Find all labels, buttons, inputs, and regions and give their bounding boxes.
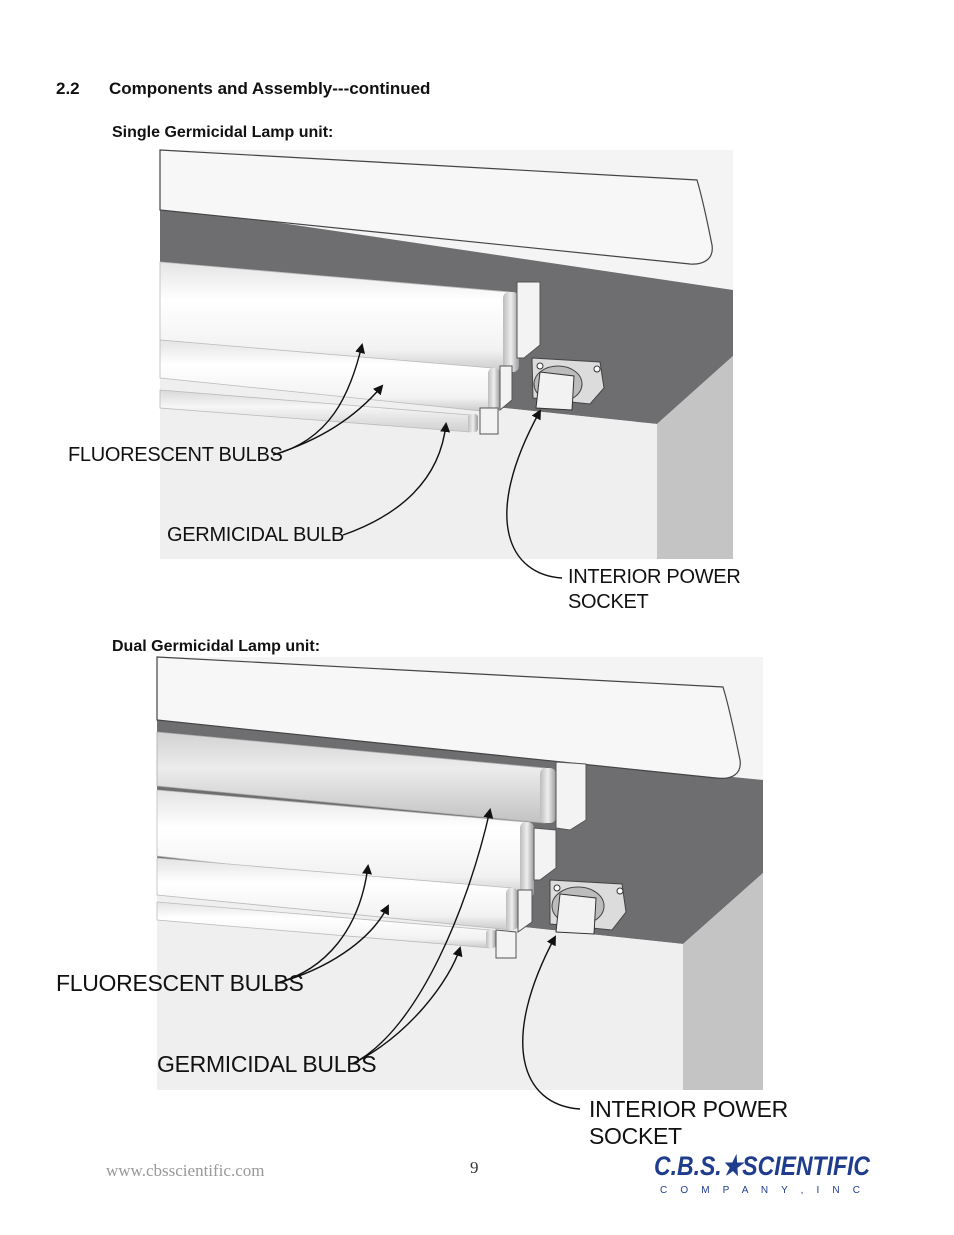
label-fluorescent-bulbs-2: FLUORESCENT BULBS xyxy=(56,970,304,996)
lamp-bracket-1 xyxy=(516,281,541,359)
socket-screw-2-1 xyxy=(553,884,561,892)
footer-website: www.cbsscientific.com xyxy=(106,1161,265,1180)
tube-end-cap-2-3 xyxy=(506,888,518,930)
section-number: 2.2 xyxy=(56,79,80,98)
label-socket-1-line1: INTERIOR POWER xyxy=(568,566,741,588)
tube-end-cap-2-1 xyxy=(540,768,556,823)
arrow-power-socket-2 xyxy=(522,935,581,1110)
arrow-fluorescent-2-upper xyxy=(276,864,372,984)
lamp-bracket-3 xyxy=(479,407,499,435)
tube-end-cap-1 xyxy=(503,292,519,372)
lamp-bracket-2 xyxy=(499,365,513,412)
section-title: Components and Assembly---continued xyxy=(109,79,431,98)
germicidal-tube xyxy=(159,389,471,433)
lamp-bracket-2-2 xyxy=(533,827,557,881)
single-lamp-illustration xyxy=(159,149,733,579)
lamp-bracket-2-1 xyxy=(555,761,587,831)
socket-screw-2 xyxy=(593,365,601,373)
cabinet-side-wall-2 xyxy=(683,873,763,1090)
arrow-germicidal xyxy=(342,422,451,536)
tube-end-cap-2 xyxy=(488,368,500,412)
figure-2-title: Dual Germicidal Lamp unit: xyxy=(112,638,321,655)
tube-end-cap-3 xyxy=(468,414,478,432)
socket-screw-2-2 xyxy=(616,887,624,895)
top-panel-2 xyxy=(156,656,741,779)
arrow-fluorescent-lower xyxy=(272,384,384,456)
dual-lamp-illustration xyxy=(156,656,763,1110)
top-panel xyxy=(159,149,713,265)
label-germicidal-bulbs: GERMICIDAL BULBS xyxy=(157,1051,377,1077)
cabinet-side-wall xyxy=(657,356,733,559)
arrow-power-socket xyxy=(506,409,563,579)
power-socket-plug-2 xyxy=(555,893,597,935)
logo-sub-text: C O M P A N Y , I N C xyxy=(660,1185,860,1196)
arrow-fluorescent-2-lower xyxy=(276,904,389,984)
label-germicidal-bulb: GERMICIDAL BULB xyxy=(167,524,345,546)
figure-1-title: Single Germicidal Lamp unit: xyxy=(112,124,334,141)
germicidal-tube-upper xyxy=(156,731,546,824)
logo-main-text: C.B.S.★SCIENTIFIC xyxy=(654,1151,870,1181)
page-number: 9 xyxy=(470,1158,479,1177)
socket-screw-1 xyxy=(536,362,544,370)
label-socket-2-line1: INTERIOR POWER xyxy=(589,1096,788,1122)
lamp-bracket-2-4 xyxy=(495,929,517,959)
arrow-germicidal-upper xyxy=(351,808,494,1065)
label-socket-1-line2: SOCKET xyxy=(568,591,649,613)
label-socket-2-line2: SOCKET xyxy=(589,1123,682,1149)
company-logo: C.B.S.★SCIENTIFIC C O M P A N Y , I N C xyxy=(654,1151,870,1196)
tube-end-cap-2-4 xyxy=(486,930,496,948)
arrow-germicidal-lower xyxy=(351,946,463,1065)
lamp-bracket-2-3 xyxy=(517,889,533,933)
power-socket-plug xyxy=(535,371,575,411)
label-fluorescent-bulbs-1: FLUORESCENT BULBS xyxy=(68,444,283,466)
tube-end-cap-2-2 xyxy=(520,822,534,898)
